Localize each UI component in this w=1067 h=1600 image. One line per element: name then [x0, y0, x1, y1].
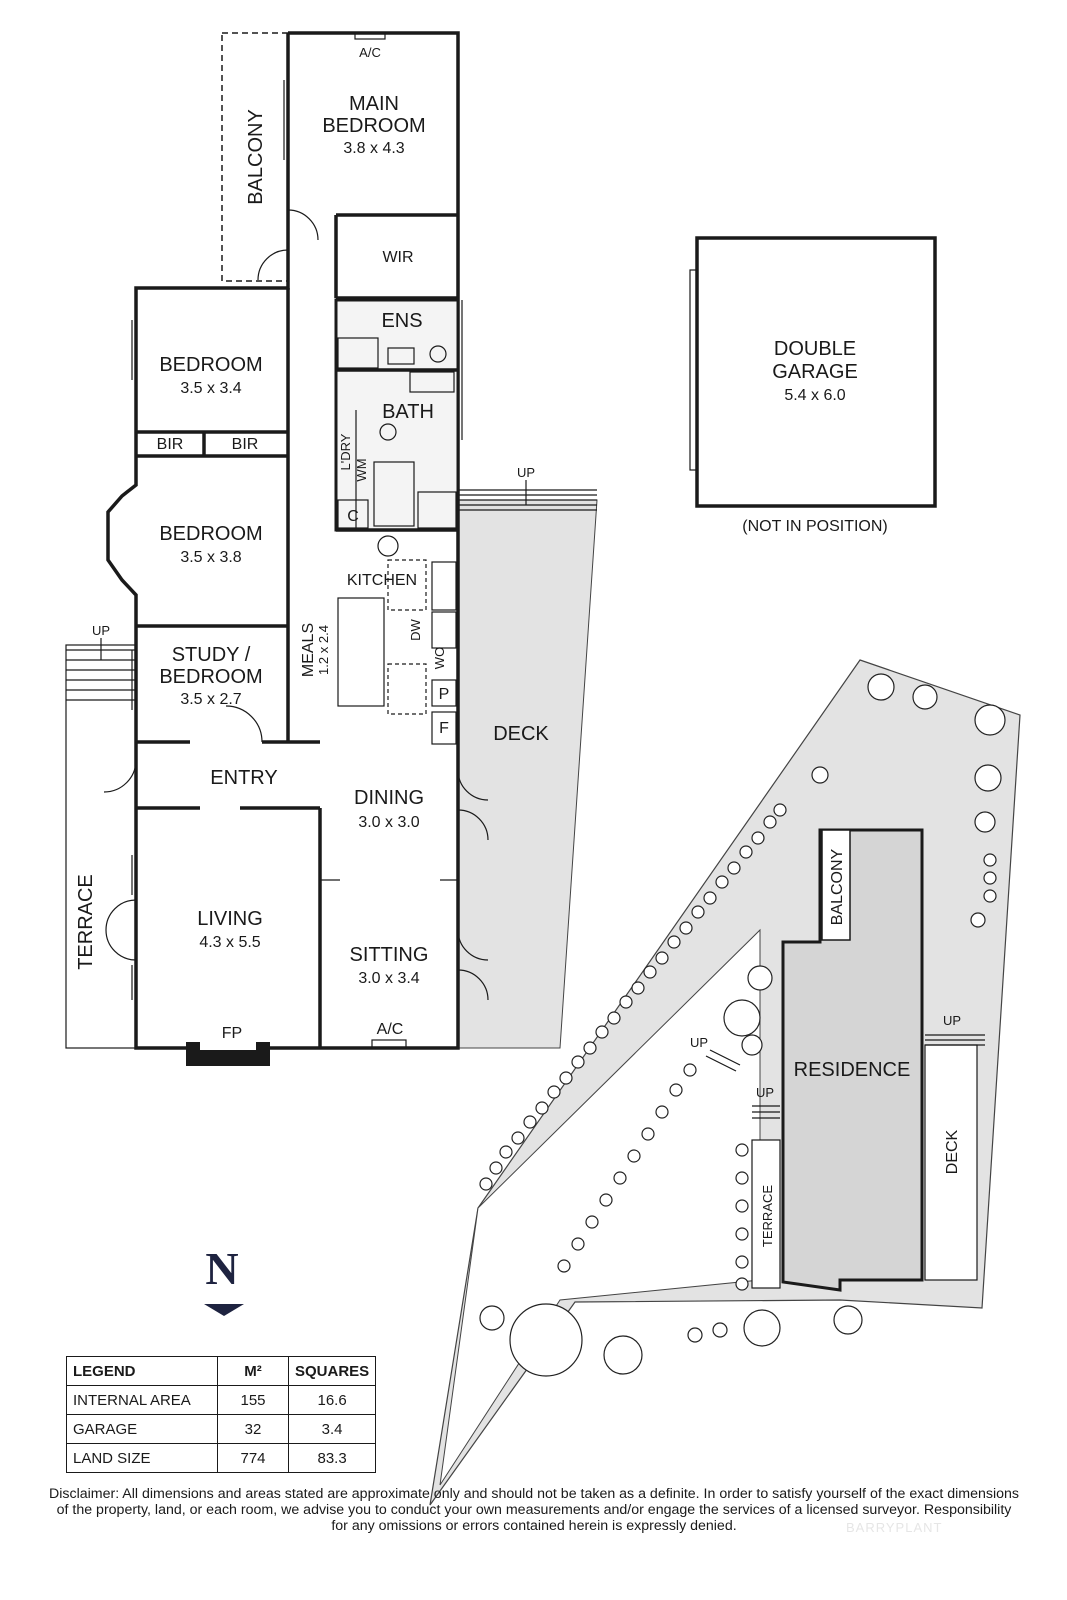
bath-label: BATH — [382, 401, 434, 423]
legend-header-label: LEGEND — [66, 1356, 218, 1386]
meals-name: MEALS — [300, 623, 317, 677]
legend-cell: 16.6 — [287, 1385, 377, 1415]
main-bedroom-name-2: BEDROOM — [322, 115, 425, 137]
bedroom1-size: 3.5 x 3.4 — [180, 380, 241, 397]
site-up-label-terrace: UP — [756, 1085, 774, 1100]
site-terrace — [751, 1139, 781, 1289]
site-up-label-deck: UP — [943, 1013, 961, 1028]
legend-cell: 155 — [217, 1385, 289, 1415]
site-trees — [479, 673, 1006, 1377]
kitchen-label: KITCHEN — [347, 572, 417, 589]
site-deck-label: DECK — [944, 1129, 961, 1174]
study-name-1: STUDY / — [172, 644, 251, 666]
garage-size: 5.4 x 6.0 — [784, 387, 845, 404]
legend-cell: 774 — [217, 1443, 289, 1473]
wo-label: WO — [432, 647, 447, 669]
dining-name: DINING — [354, 787, 424, 809]
balcony-area — [221, 32, 289, 282]
c-label: C — [347, 508, 359, 525]
house-plan: MAIN BEDROOM 3.8 x 4.3 A/C BALCONY WIR E… — [65, 31, 598, 1066]
sitting-name: SITTING — [350, 944, 429, 966]
compass: N — [204, 1243, 244, 1316]
living-size: 4.3 x 5.5 — [199, 934, 260, 951]
legend-row: GARAGE 32 3.4 — [66, 1414, 377, 1444]
bedroom1-name: BEDROOM — [159, 354, 262, 376]
legend-cell: INTERNAL AREA — [66, 1385, 218, 1415]
bedroom2-size: 3.5 x 3.8 — [180, 549, 241, 566]
ldry-label: L'DRY — [338, 433, 353, 470]
legend-header-squares: SQUARES — [287, 1356, 377, 1386]
up-terrace-label: UP — [92, 623, 110, 638]
terrace-area — [65, 644, 137, 1049]
compass-arrow-icon — [204, 1304, 244, 1316]
legend-row: LAND SIZE 774 83.3 — [66, 1443, 377, 1473]
dw-label: DW — [408, 618, 423, 640]
garage-plan: DOUBLE GARAGE 5.4 x 6.0 (NOT IN POSITION… — [689, 236, 937, 535]
garage-note: (NOT IN POSITION) — [742, 518, 887, 535]
site-residence — [781, 828, 924, 1292]
main-bedroom-size: 3.8 x 4.3 — [343, 140, 404, 157]
brand-watermark: BARRYPLANT — [846, 1520, 943, 1535]
legend-table: LEGEND M² SQUARES INTERNAL AREA 155 16.6… — [66, 1356, 377, 1473]
legend-header-m2: M² — [217, 1356, 289, 1386]
up-deck-label: UP — [517, 465, 535, 480]
legend-row: INTERNAL AREA 155 16.6 — [66, 1385, 377, 1415]
p-label: P — [439, 686, 450, 703]
main-bedroom-name-1: MAIN — [349, 93, 399, 115]
meals-size: 1.2 x 2.4 — [316, 625, 331, 675]
bir2-label: BIR — [232, 436, 259, 453]
terrace-label: TERRACE — [75, 874, 97, 970]
disclaimer-line: for any omissions or errors contained he… — [331, 1518, 737, 1534]
deck-label: DECK — [493, 723, 549, 745]
f-label: F — [439, 720, 449, 737]
bir1-label: BIR — [157, 436, 184, 453]
site-deck — [924, 1044, 978, 1281]
garage-name-2: GARAGE — [772, 361, 858, 383]
compass-north-letter: N — [205, 1243, 238, 1294]
garage-name-1: DOUBLE — [774, 338, 856, 360]
disclaimer: Disclaimer: All dimensions and areas sta… — [14, 1486, 1054, 1534]
dining-size: 3.0 x 3.0 — [358, 814, 419, 831]
disclaimer-line: of the property, land, or each room, we … — [56, 1502, 1012, 1518]
legend-cell: LAND SIZE — [66, 1443, 218, 1473]
entry-label: ENTRY — [210, 767, 277, 789]
legend-cell: GARAGE — [66, 1414, 218, 1444]
wir-label: WIR — [382, 249, 413, 266]
disclaimer-line: Disclaimer: All dimensions and areas sta… — [48, 1486, 1019, 1502]
ac-bottom-label: A/C — [377, 1021, 404, 1038]
legend-cell: 3.4 — [287, 1414, 377, 1444]
wm-label: WM — [354, 458, 369, 481]
site-up-label-path: UP — [690, 1035, 708, 1050]
living-name: LIVING — [197, 908, 263, 930]
ens-label: ENS — [381, 310, 422, 332]
legend-header-row: LEGEND M² SQUARES — [66, 1356, 377, 1386]
legend-cell: 32 — [217, 1414, 289, 1444]
site-terrace-label: TERRACE — [760, 1185, 775, 1247]
site-hedge — [479, 803, 787, 1191]
site-balcony — [821, 829, 851, 941]
site-plan: RESIDENCE BALCONY DECK TERRACE UP UP UP — [429, 659, 1021, 1506]
site-balcony-label: BALCONY — [829, 848, 846, 925]
balcony-label: BALCONY — [245, 109, 267, 205]
bedroom2-name: BEDROOM — [159, 523, 262, 545]
study-size: 3.5 x 2.7 — [180, 691, 241, 708]
fp-label: FP — [222, 1025, 242, 1042]
sitting-size: 3.0 x 3.4 — [358, 970, 419, 987]
ac-top-label: A/C — [359, 45, 381, 60]
study-name-2: BEDROOM — [159, 666, 262, 688]
site-inner-hedge — [557, 1063, 749, 1291]
legend-cell: 83.3 — [287, 1443, 377, 1473]
deck-area — [457, 499, 598, 1049]
site-residence-label: RESIDENCE — [794, 1059, 911, 1081]
